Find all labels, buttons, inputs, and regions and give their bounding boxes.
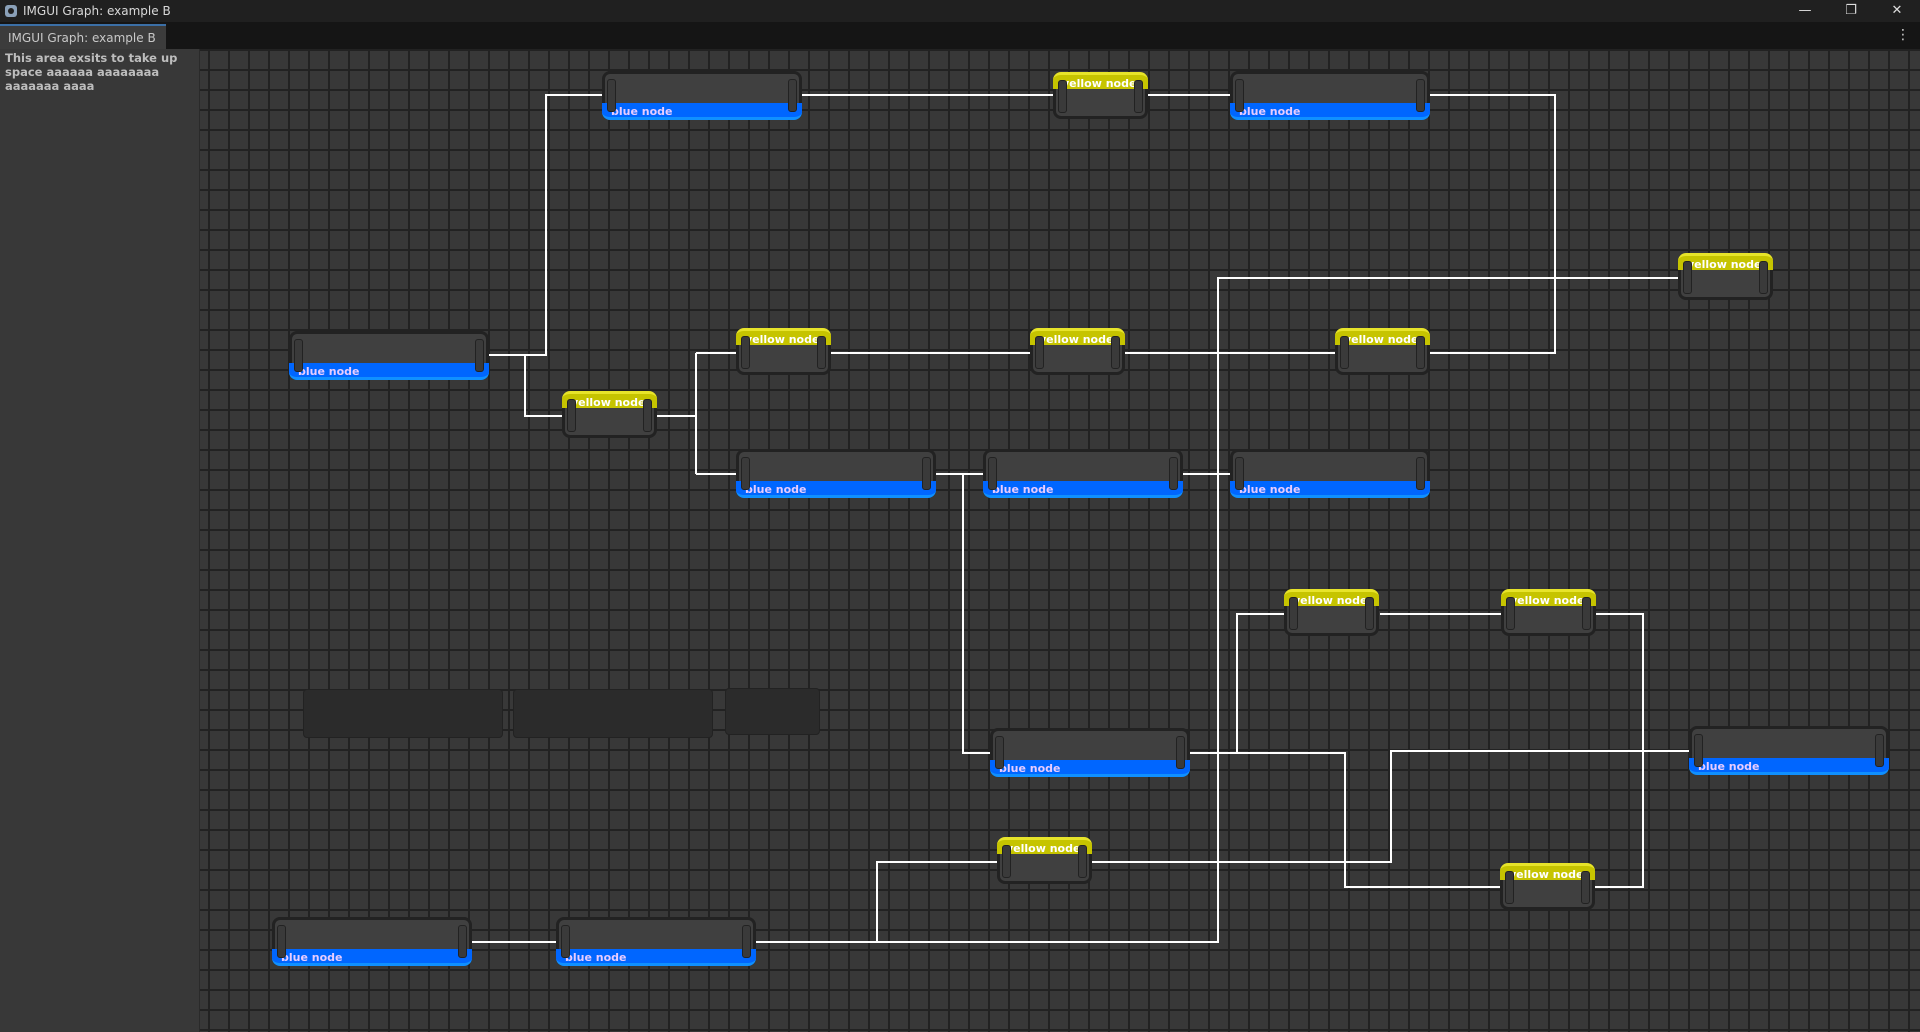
restore-icon: ❐ <box>1845 3 1857 18</box>
tab-label: IMGUI Graph: example B <box>8 31 156 45</box>
left-panel: This area exsits to take up space aaaaaa… <box>0 49 200 1032</box>
output-port[interactable] <box>1759 261 1768 294</box>
yellow-node[interactable]: yellow node <box>1335 328 1430 375</box>
app-icon <box>5 5 17 17</box>
input-port[interactable] <box>1035 336 1044 369</box>
yellow-node-label: yellow node <box>1284 589 1379 607</box>
blue-node[interactable]: blue node <box>736 449 936 498</box>
output-port[interactable] <box>1416 457 1425 490</box>
input-port[interactable] <box>294 339 303 372</box>
input-port[interactable] <box>1289 597 1298 630</box>
tab-bar: IMGUI Graph: example B ⋮ <box>0 22 1920 49</box>
yellow-node-label: yellow node <box>1053 72 1148 90</box>
blue-node-label: blue node <box>272 949 472 966</box>
input-port[interactable] <box>995 736 1004 769</box>
output-port[interactable] <box>1134 80 1143 113</box>
tab-imgui-graph[interactable]: IMGUI Graph: example B <box>0 24 166 49</box>
empty-node-placeholder <box>513 689 713 738</box>
yellow-node-label: yellow node <box>736 328 831 346</box>
yellow-node-label: yellow node <box>1678 253 1773 271</box>
blue-node[interactable]: blue node <box>289 331 489 380</box>
input-port[interactable] <box>1002 845 1011 878</box>
output-port[interactable] <box>922 457 931 490</box>
left-panel-text: This area exsits to take up space aaaaaa… <box>5 51 178 93</box>
yellow-node-label: yellow node <box>1501 589 1596 607</box>
blue-node-label: blue node <box>990 760 1190 777</box>
output-port[interactable] <box>1416 79 1425 112</box>
restore-button[interactable]: ❐ <box>1828 0 1874 22</box>
output-port[interactable] <box>475 339 484 372</box>
blue-node-label: blue node <box>556 949 756 966</box>
input-port[interactable] <box>741 457 750 490</box>
yellow-node[interactable]: yellow node <box>1284 589 1379 636</box>
blue-node[interactable]: blue node <box>1230 449 1430 498</box>
blue-node-label: blue node <box>983 481 1183 498</box>
blue-node[interactable]: blue node <box>990 728 1190 777</box>
close-button[interactable]: ✕ <box>1874 0 1920 22</box>
output-port[interactable] <box>1416 336 1425 369</box>
minimize-button[interactable]: — <box>1782 0 1828 22</box>
yellow-node-label: yellow node <box>997 837 1092 855</box>
input-port[interactable] <box>1235 79 1244 112</box>
output-port[interactable] <box>1078 845 1087 878</box>
output-port[interactable] <box>643 399 652 432</box>
output-port[interactable] <box>817 336 826 369</box>
yellow-node-label: yellow node <box>1500 863 1595 881</box>
output-port[interactable] <box>788 79 797 112</box>
blue-node[interactable]: blue node <box>272 917 472 966</box>
input-port[interactable] <box>1058 80 1067 113</box>
input-port[interactable] <box>567 399 576 432</box>
yellow-node[interactable]: yellow node <box>562 391 657 438</box>
blue-node-label: blue node <box>736 481 936 498</box>
output-port[interactable] <box>458 925 467 958</box>
input-port[interactable] <box>1235 457 1244 490</box>
yellow-node[interactable]: yellow node <box>1500 863 1595 910</box>
kebab-menu-icon[interactable]: ⋮ <box>1896 27 1910 43</box>
input-port[interactable] <box>1683 261 1692 294</box>
input-port[interactable] <box>1340 336 1349 369</box>
output-port[interactable] <box>1582 597 1591 630</box>
input-port[interactable] <box>741 336 750 369</box>
input-port[interactable] <box>1506 597 1515 630</box>
blue-node-label: blue node <box>602 103 802 120</box>
yellow-node[interactable]: yellow node <box>736 328 831 375</box>
yellow-node[interactable]: yellow node <box>1501 589 1596 636</box>
yellow-node[interactable]: yellow node <box>997 837 1092 884</box>
empty-node-placeholder <box>303 689 503 738</box>
yellow-node[interactable]: yellow node <box>1030 328 1125 375</box>
blue-node-label: blue node <box>289 363 489 380</box>
output-port[interactable] <box>1581 871 1590 904</box>
blue-node[interactable]: blue node <box>1689 726 1889 775</box>
blue-node[interactable]: blue node <box>983 449 1183 498</box>
title-bar: IMGUI Graph: example B — ❐ ✕ <box>0 0 1920 22</box>
yellow-node-label: yellow node <box>1335 328 1430 346</box>
yellow-node-label: yellow node <box>1030 328 1125 346</box>
input-port[interactable] <box>277 925 286 958</box>
output-port[interactable] <box>1111 336 1120 369</box>
blue-node[interactable]: blue node <box>1230 71 1430 120</box>
minimize-icon: — <box>1798 3 1812 18</box>
input-port[interactable] <box>1694 734 1703 767</box>
output-port[interactable] <box>1176 736 1185 769</box>
blue-node-label: blue node <box>1230 103 1430 120</box>
blue-node-label: blue node <box>1230 481 1430 498</box>
input-port[interactable] <box>1505 871 1514 904</box>
close-icon: ✕ <box>1891 3 1903 18</box>
output-port[interactable] <box>1169 457 1178 490</box>
empty-node-placeholder <box>725 688 820 735</box>
yellow-node[interactable]: yellow node <box>1678 253 1773 300</box>
yellow-node[interactable]: yellow node <box>1053 72 1148 119</box>
output-port[interactable] <box>1365 597 1374 630</box>
blue-node-label: blue node <box>1689 758 1889 775</box>
window-title: IMGUI Graph: example B <box>23 4 171 18</box>
output-port[interactable] <box>1875 734 1884 767</box>
input-port[interactable] <box>988 457 997 490</box>
yellow-node-label: yellow node <box>562 391 657 409</box>
output-port[interactable] <box>742 925 751 958</box>
blue-node[interactable]: blue node <box>602 71 802 120</box>
input-port[interactable] <box>561 925 570 958</box>
graph-canvas[interactable] <box>200 49 1920 1032</box>
input-port[interactable] <box>607 79 616 112</box>
blue-node[interactable]: blue node <box>556 917 756 966</box>
